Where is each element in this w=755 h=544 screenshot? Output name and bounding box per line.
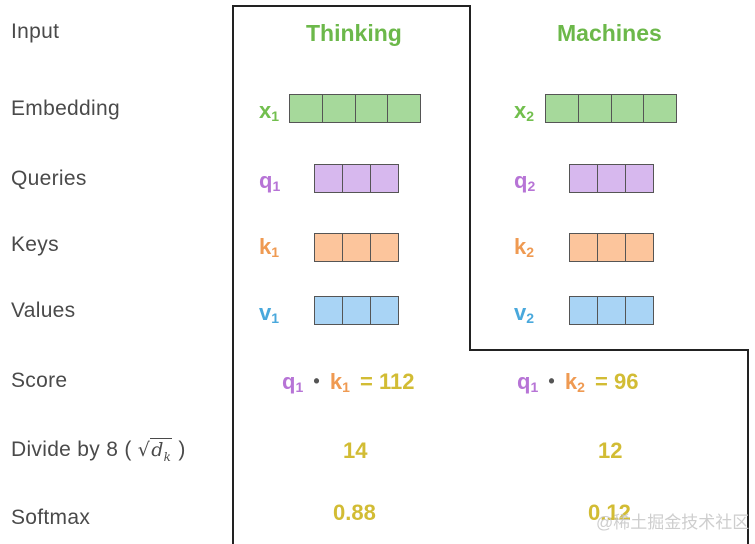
embedding-x1 xyxy=(289,94,422,123)
embedding-cell xyxy=(321,94,356,123)
word-thinking: Thinking xyxy=(306,20,402,46)
row-label-input: Input xyxy=(11,20,60,43)
divided-value-1: 14 xyxy=(343,438,368,463)
value-v1 xyxy=(314,296,399,325)
value-v2 xyxy=(569,296,654,325)
row-label-embedding: Embedding xyxy=(11,97,120,120)
label-k2: k2 xyxy=(514,234,535,260)
row-label-score: Score xyxy=(11,369,68,392)
label-x2: x2 xyxy=(514,98,535,124)
softmax-value-2: 0.12 xyxy=(588,500,631,525)
score-formula-1: q1 • k1 = 112 xyxy=(282,369,415,395)
score-formula-2: q1 • k2 = 96 xyxy=(517,369,639,395)
word-machines: Machines xyxy=(557,20,662,46)
sqrt-dk: √dk xyxy=(137,438,173,464)
query-cell xyxy=(314,164,343,193)
embedding-cell xyxy=(643,94,678,123)
query-cell xyxy=(341,164,371,193)
softmax-value-1: 0.88 xyxy=(333,500,376,525)
embedding-cell xyxy=(545,94,579,123)
label-k1: k1 xyxy=(259,234,280,260)
key-cell xyxy=(569,233,598,262)
key-cell xyxy=(624,233,654,262)
value-cell xyxy=(569,296,598,325)
divide-close: ) xyxy=(178,438,186,461)
query-cell xyxy=(369,164,399,193)
divide-text: Divide by 8 ( xyxy=(11,438,132,461)
key-cell xyxy=(314,233,343,262)
value-cell xyxy=(341,296,371,325)
embedding-x2 xyxy=(545,94,678,123)
key-cell xyxy=(341,233,371,262)
embedding-cell xyxy=(577,94,612,123)
key-cell xyxy=(596,233,626,262)
row-label-divide: Divide by 8 ( √dk ) xyxy=(11,438,186,464)
label-q1: q1 xyxy=(259,168,281,194)
label-v1: v1 xyxy=(259,300,280,326)
row-label-softmax: Softmax xyxy=(11,506,91,529)
label-q2: q2 xyxy=(514,168,536,194)
key-k1 xyxy=(314,233,399,262)
embedding-cell xyxy=(354,94,389,123)
embedding-cell xyxy=(289,94,323,123)
query-cell xyxy=(596,164,626,193)
key-k2 xyxy=(569,233,654,262)
score-value-2: 96 xyxy=(613,369,639,394)
value-cell xyxy=(624,296,654,325)
label-v2: v2 xyxy=(514,300,535,326)
embedding-cell xyxy=(610,94,645,123)
label-x1: x1 xyxy=(259,98,280,124)
row-label-values: Values xyxy=(11,299,76,322)
key-cell xyxy=(369,233,399,262)
query-cell xyxy=(569,164,598,193)
row-label-queries: Queries xyxy=(11,167,87,190)
value-cell xyxy=(314,296,343,325)
value-cell xyxy=(369,296,399,325)
watermark: @稀土掘金技术社区 xyxy=(596,513,750,532)
value-cell xyxy=(596,296,626,325)
query-cell xyxy=(624,164,654,193)
query-q1 xyxy=(314,164,399,193)
score-value-1: 112 xyxy=(378,369,415,394)
divided-value-2: 12 xyxy=(598,438,623,463)
embedding-cell xyxy=(387,94,422,123)
query-q2 xyxy=(569,164,654,193)
row-label-keys: Keys xyxy=(11,233,59,256)
